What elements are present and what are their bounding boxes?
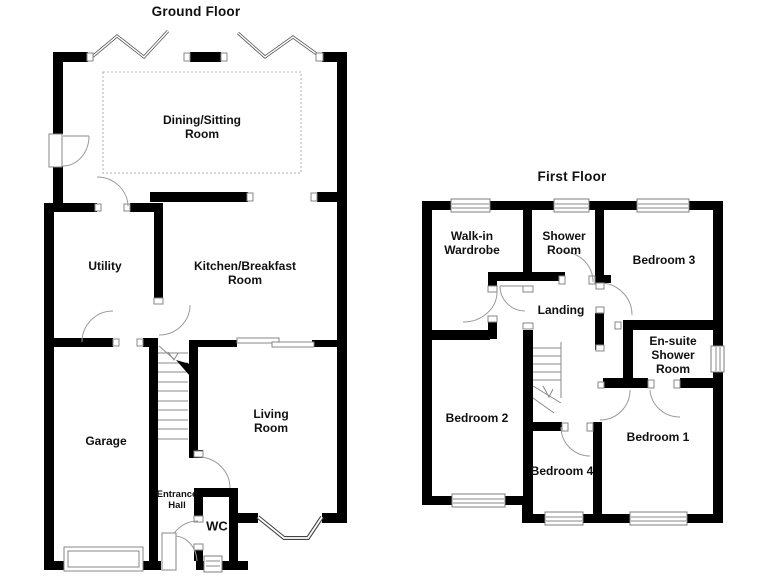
room-label-wc: WC xyxy=(206,518,228,534)
room-label-bedroom4: Bedroom 4 xyxy=(530,463,594,478)
room-label-bedroom2: Bedroom 2 xyxy=(445,410,509,425)
room-label-dining-sitting: Dining/Sitting Room xyxy=(163,112,241,141)
bedroom4-door xyxy=(560,422,594,457)
wardrobe-window xyxy=(450,198,491,213)
bifold-door-right xyxy=(237,31,319,59)
room-label-bedroom3: Bedroom 3 xyxy=(632,252,696,267)
room-label-bedroom1: Bedroom 1 xyxy=(626,429,690,444)
room-label-entrance-hall: Entrance Hall xyxy=(156,488,198,511)
shower-room-window xyxy=(553,198,590,213)
utility-dining-door xyxy=(94,176,131,212)
dining-room-dashed-area xyxy=(102,71,302,174)
bedroom3-door xyxy=(595,282,633,316)
shower-room-door xyxy=(558,251,596,285)
wc-window xyxy=(203,555,223,573)
bifold-hinge-frames xyxy=(86,52,324,202)
first-floor-title: First Floor xyxy=(537,169,607,185)
bedroom2-door xyxy=(499,285,534,330)
room-label-living: Living Room xyxy=(253,406,289,435)
ground-floor-stairs xyxy=(158,345,190,440)
bedroom3-window xyxy=(636,198,690,213)
utility-kitchen-door xyxy=(153,297,191,336)
first-floor-stairs xyxy=(532,342,562,414)
room-label-kitchen: Kitchen/Breakfast Room xyxy=(193,258,297,287)
room-label-walk-in-wardrobe: Walk-in Wardrobe xyxy=(444,228,500,257)
ground-floor-plan xyxy=(44,29,347,573)
utility-hall-door xyxy=(81,310,144,347)
garage-door xyxy=(63,546,144,572)
bedroom2-window xyxy=(451,493,506,508)
side-entrance-door xyxy=(48,133,90,168)
room-label-garage: Garage xyxy=(85,433,127,448)
bedroom4-window xyxy=(544,511,584,526)
room-label-utility: Utility xyxy=(88,258,122,273)
ensuite-window xyxy=(710,345,725,373)
room-label-landing: Landing xyxy=(537,302,585,317)
wardrobe-door xyxy=(462,285,498,323)
bedroom1-window xyxy=(629,511,688,526)
front-door xyxy=(161,532,198,571)
room-label-ensuite: En-suite Shower Room xyxy=(649,333,697,377)
living-room-door xyxy=(193,450,231,489)
living-room-bay-window xyxy=(256,515,324,540)
bifold-door-left xyxy=(91,29,170,60)
room-label-shower-room: Shower Room xyxy=(542,228,586,257)
ensuite-door xyxy=(614,321,681,418)
bedroom1-door xyxy=(595,344,631,421)
first-floor-plan xyxy=(422,198,725,526)
ground-floor-title: Ground Floor xyxy=(151,4,241,20)
first-floor-walls xyxy=(422,201,723,523)
kitchen-sliding-doors xyxy=(236,337,315,348)
